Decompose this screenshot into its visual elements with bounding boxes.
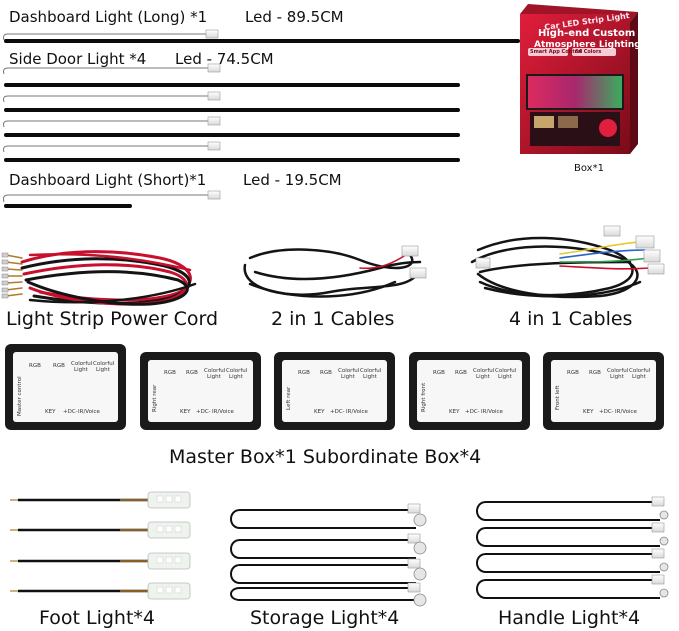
- label-2in1-cables: 2 in 1 Cables: [271, 308, 395, 330]
- subordinate-box-right-rear: RGB RGB Colorful Light Colorful Light KE…: [140, 352, 261, 430]
- sub2-colorful-1: Colorful: [338, 368, 360, 374]
- sub2-rgb-2: RGB: [320, 370, 332, 376]
- label-boxes: Master Box*1 Subordinate Box*4: [169, 446, 482, 468]
- cables-2in1: [243, 248, 422, 298]
- master-ir: IR/Voice: [78, 409, 100, 415]
- sub3-side-label: Right front: [421, 382, 427, 412]
- sub1-side-label: Right rear: [152, 384, 158, 412]
- sub2-colorful-2: Colorful: [360, 368, 382, 374]
- master-key: KEY: [45, 409, 56, 415]
- sub3-light-2: Light: [498, 374, 512, 380]
- sub3-dc: +DC-: [465, 409, 480, 415]
- handle-light-heads: [651, 496, 669, 598]
- sub1-colorful-2: Colorful: [226, 368, 248, 374]
- label-power-cord: Light Strip Power Cord: [6, 308, 219, 330]
- package-headline: High-end Custom: [538, 28, 636, 39]
- sub3-rgb-1: RGB: [433, 370, 445, 376]
- label-dashboard-short: Dashboard Light (Short)*1: [9, 171, 207, 189]
- sub2-key: KEY: [314, 409, 325, 415]
- sub4-colorful-1: Colorful: [607, 368, 629, 374]
- sub4-rgb-2: RGB: [589, 370, 601, 376]
- label-4in1-cables: 4 in 1 Cables: [509, 308, 633, 330]
- cables-4in1-connectors: [475, 225, 665, 275]
- sub1-rgb-1: RGB: [164, 370, 176, 376]
- subordinate-box-front-left: RGB RGB Colorful Light Colorful Light KE…: [543, 352, 664, 430]
- sub3-colorful-2: Colorful: [495, 368, 517, 374]
- master-rgb-1: RGB: [29, 363, 41, 369]
- sub4-key: KEY: [583, 409, 594, 415]
- sub2-rgb-1: RGB: [298, 370, 310, 376]
- cables-2in1-connectors: [401, 245, 427, 279]
- handle-lights: [476, 501, 660, 599]
- master-dc: +DC-: [63, 409, 78, 415]
- sub3-key: KEY: [449, 409, 460, 415]
- sub2-light-1: Light: [341, 374, 355, 380]
- sub4-rgb-1: RGB: [567, 370, 579, 376]
- package-box-art: [520, 4, 638, 154]
- sub3-colorful-1: Colorful: [473, 368, 495, 374]
- sub3-ir: IR/Voice: [481, 409, 503, 415]
- package-tag-2: 64 Colors: [575, 49, 602, 55]
- label-dashboard-long: Dashboard Light (Long) *1: [9, 8, 208, 26]
- master-box: RGB RGB Colorful Light Colorful Light KE…: [5, 344, 126, 430]
- label-side-door-length: Led - 74.5CM: [175, 50, 274, 68]
- sub1-light-1: Light: [207, 374, 221, 380]
- sub2-light-2: Light: [363, 374, 377, 380]
- sub1-colorful-1: Colorful: [204, 368, 226, 374]
- package-subline: Atmosphere Lighting: [534, 40, 641, 50]
- master-light-1: Light: [74, 367, 88, 373]
- sub1-rgb-2: RGB: [186, 370, 198, 376]
- side-door-strips: [3, 63, 460, 162]
- sub1-dc: +DC-: [196, 409, 211, 415]
- sub2-ir: IR/Voice: [346, 409, 368, 415]
- storage-lights: [230, 509, 416, 601]
- sub1-light-2: Light: [229, 374, 243, 380]
- dashboard-long-strip: [3, 29, 520, 43]
- dashboard-short-strip: [3, 190, 221, 208]
- sub4-ir: IR/Voice: [615, 409, 637, 415]
- sub3-light-1: Light: [476, 374, 490, 380]
- master-colorful-1: Colorful: [71, 361, 93, 367]
- master-side-label: Master control: [17, 376, 23, 416]
- package-box: Car LED Strip Light High-end Custom Atmo…: [520, 4, 641, 154]
- master-light-2: Light: [96, 367, 110, 373]
- cables-4in1: [470, 236, 651, 299]
- sub4-light-1: Light: [610, 374, 624, 380]
- sub4-side-label: Front left: [555, 385, 561, 410]
- sub2-side-label: Left rear: [286, 386, 292, 410]
- label-handle-light: Handle Light*4: [498, 607, 641, 629]
- storage-light-heads: [407, 503, 427, 607]
- subordinate-box-left-rear: RGB RGB Colorful Light Colorful Light KE…: [274, 352, 395, 430]
- sub1-key: KEY: [180, 409, 191, 415]
- sub4-colorful-2: Colorful: [629, 368, 651, 374]
- subordinate-box-right-front: RGB RGB Colorful Light Colorful Light KE…: [409, 352, 530, 430]
- label-side-door: Side Door Light *4: [9, 50, 147, 68]
- master-rgb-2: RGB: [53, 363, 65, 369]
- master-colorful-2: Colorful: [93, 361, 115, 367]
- sub2-dc: +DC-: [330, 409, 345, 415]
- sub4-light-2: Light: [632, 374, 646, 380]
- power-cord-bundle: [1, 250, 197, 306]
- label-dashboard-long-length: Led - 89.5CM: [245, 8, 344, 26]
- label-storage-light: Storage Light*4: [250, 607, 400, 629]
- label-dashboard-short-length: Led - 19.5CM: [243, 171, 342, 189]
- sub4-dc: +DC-: [599, 409, 614, 415]
- sub1-ir: IR/Voice: [212, 409, 234, 415]
- label-foot-light: Foot Light*4: [39, 607, 155, 629]
- label-box: Box*1: [574, 163, 604, 174]
- foot-lights: [10, 491, 191, 600]
- package-tag-1: Smart App Control: [530, 49, 583, 55]
- sub3-rgb-2: RGB: [455, 370, 467, 376]
